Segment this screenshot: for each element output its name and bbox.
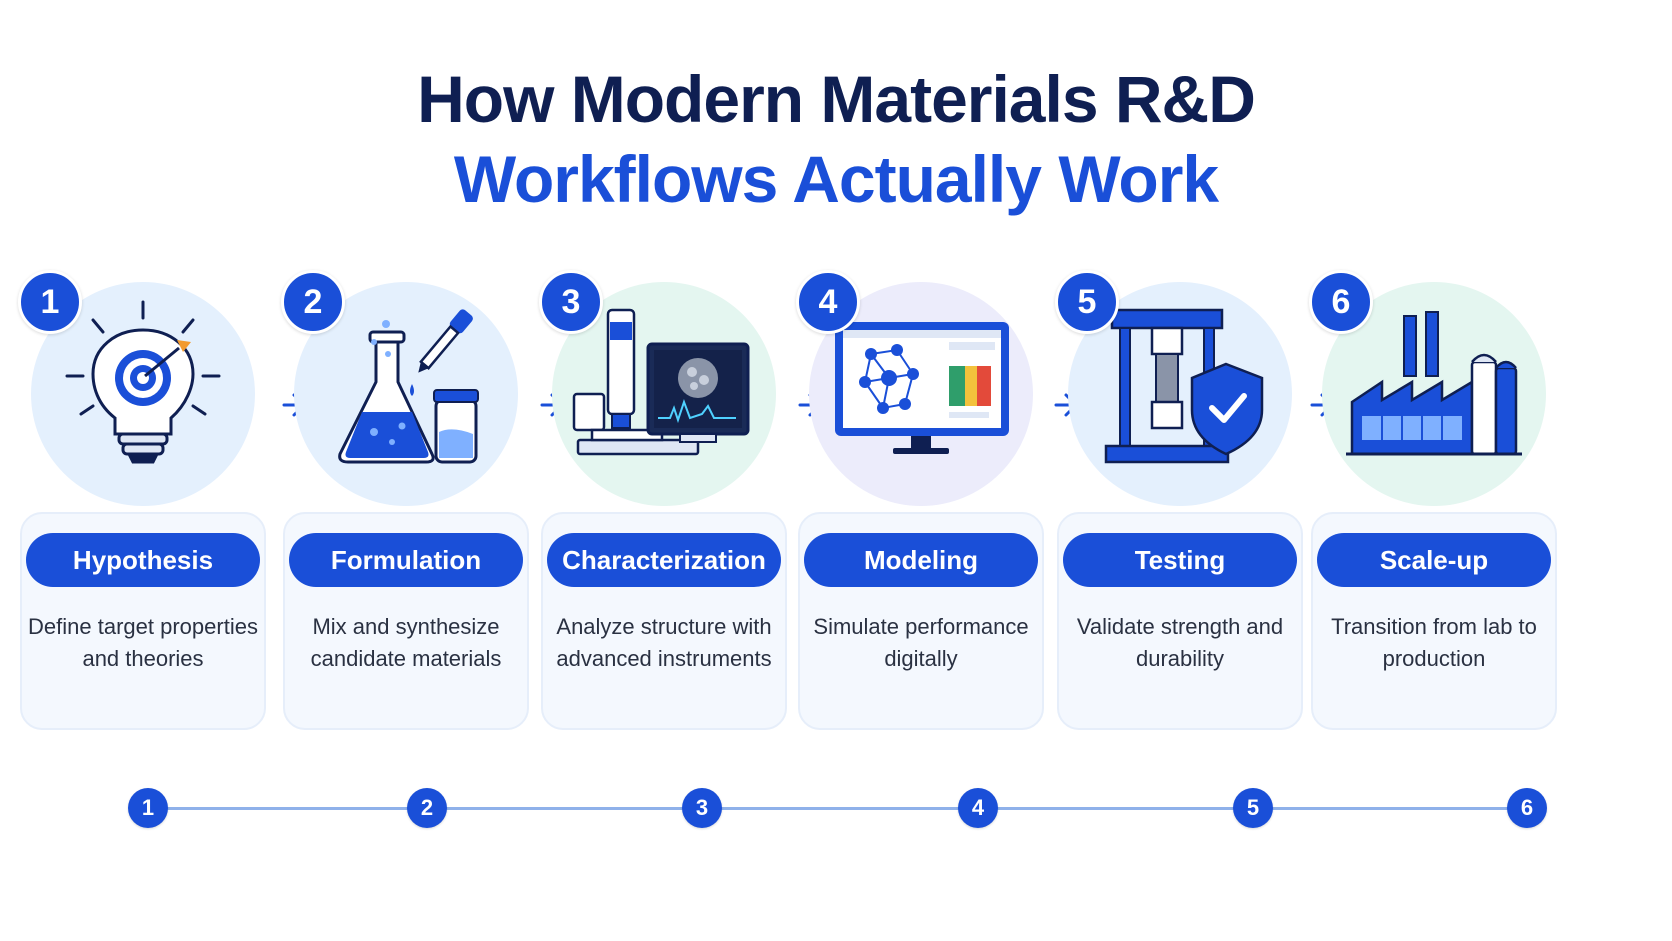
- lightbulb-target-icon: [65, 300, 221, 464]
- step-description: Define target properties and theories: [28, 614, 258, 671]
- title-line-1: How Modern Materials R&D: [417, 62, 1256, 136]
- step-number-badge: 6: [1309, 270, 1373, 334]
- step-hypothesis: 1 Hypothesis Define target properties an…: [18, 0, 266, 730]
- timeline-dot: 3: [682, 788, 722, 828]
- step-modeling: 4 Modeling Simulate performance digitall…: [796, 0, 1044, 730]
- step-number-badge: 1: [18, 270, 82, 334]
- timeline-dot: 5: [1233, 788, 1273, 828]
- microscope-monitor-icon: [572, 308, 750, 456]
- timeline-dot: 6: [1507, 788, 1547, 828]
- step-formulation: 2 Formulation Mix and synthesize candida…: [281, 0, 529, 730]
- test-press-shield-icon: [1104, 308, 1264, 464]
- step-description: Validate strength and durability: [1076, 614, 1284, 671]
- step-description: Transition from lab to production: [1331, 614, 1537, 671]
- step-number-badge: 3: [539, 270, 603, 334]
- step-icon-circle: [552, 282, 776, 506]
- step-label: Scale-up: [1317, 533, 1551, 587]
- factory-icon: [1346, 311, 1522, 456]
- title-line-2: Workflows Actually Work: [453, 142, 1219, 216]
- step-label: Hypothesis: [26, 533, 260, 587]
- flask-dropper-icon: [338, 309, 479, 464]
- step-testing: 5 Testing Validate strength and durabili…: [1055, 0, 1303, 730]
- step-description: Analyze structure with advanced instrume…: [556, 614, 772, 671]
- timeline-line: [148, 807, 1528, 810]
- step-number-badge: 5: [1055, 270, 1119, 334]
- step-icon-circle: [31, 282, 255, 506]
- timeline-dot: 2: [407, 788, 447, 828]
- step-description: Mix and synthesize candidate materials: [310, 614, 502, 671]
- step-scale-up: 6 Scale-up Transition from lab to produc…: [1309, 0, 1557, 730]
- timeline-dot: 1: [128, 788, 168, 828]
- step-description: Simulate performance digitally: [813, 614, 1029, 671]
- step-label: Testing: [1063, 533, 1297, 587]
- step-number-badge: 4: [796, 270, 860, 334]
- molecule-monitor-icon: [835, 322, 1009, 454]
- step-label: Modeling: [804, 533, 1038, 587]
- step-number-badge: 2: [281, 270, 345, 334]
- step-label: Characterization: [547, 533, 781, 587]
- step-label: Formulation: [289, 533, 523, 587]
- step-icon-circle: [809, 282, 1033, 506]
- step-characterization: 3 Characterization Analyze structure wit…: [539, 0, 787, 730]
- timeline-dot: 4: [958, 788, 998, 828]
